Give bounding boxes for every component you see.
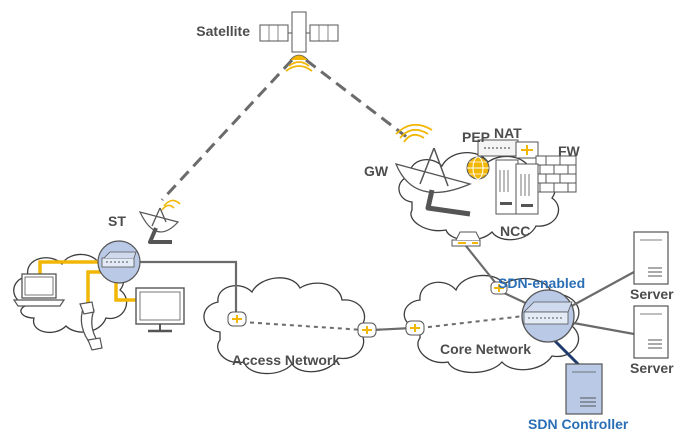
st-to-access-link <box>140 260 238 312</box>
label-gw: GW <box>364 163 389 179</box>
ncc-core-link <box>465 245 499 287</box>
label-satellite: Satellite <box>196 23 250 39</box>
core-gateway-router-icon <box>490 281 508 295</box>
label-ncc: NCC <box>500 223 530 239</box>
label-pep: PEP <box>462 129 490 145</box>
core-edge-router-icon <box>405 320 425 336</box>
sdn-server2-link <box>567 320 635 336</box>
monitor-link <box>114 276 136 302</box>
label-fw: FW <box>558 143 581 159</box>
access-edge-router-icon <box>227 311 247 327</box>
monitor-icon <box>135 287 185 333</box>
satellite-icon <box>259 11 339 72</box>
laptop-icon <box>12 273 66 307</box>
gw-dish-icon <box>394 124 472 217</box>
ncc-server-icon <box>495 159 539 215</box>
label-server-2: Server <box>630 360 674 376</box>
sdn-controller-icon <box>565 363 603 415</box>
label-sdn-controller: SDN Controller <box>528 416 629 432</box>
label-server-1: Server <box>630 286 674 302</box>
st-modem-icon <box>97 240 141 284</box>
sdn-server1-link <box>567 271 635 309</box>
server-icon-1 <box>633 231 669 285</box>
sat-link-st <box>160 58 294 202</box>
firewall-icon <box>535 155 577 193</box>
globe-icon <box>466 156 490 180</box>
label-nat: NAT <box>494 125 522 141</box>
phone-link <box>86 270 104 312</box>
label-access-network: Access Network <box>232 352 340 368</box>
access-core-router-icon <box>357 322 377 338</box>
nat-router-icon <box>515 141 539 159</box>
phone-icon <box>79 301 103 351</box>
sat-link-gw <box>305 58 409 140</box>
st-dish-icon <box>138 199 181 244</box>
access-core-link <box>371 326 413 332</box>
label-st: ST <box>108 213 126 229</box>
server-icon-2 <box>633 305 669 359</box>
ncc-router-icon <box>451 231 481 247</box>
sdn-switch-icon <box>521 289 575 343</box>
core-internal-link <box>419 315 525 329</box>
label-sdn-enabled: SDN-enabled <box>498 275 585 291</box>
label-core-network: Core Network <box>440 341 531 357</box>
